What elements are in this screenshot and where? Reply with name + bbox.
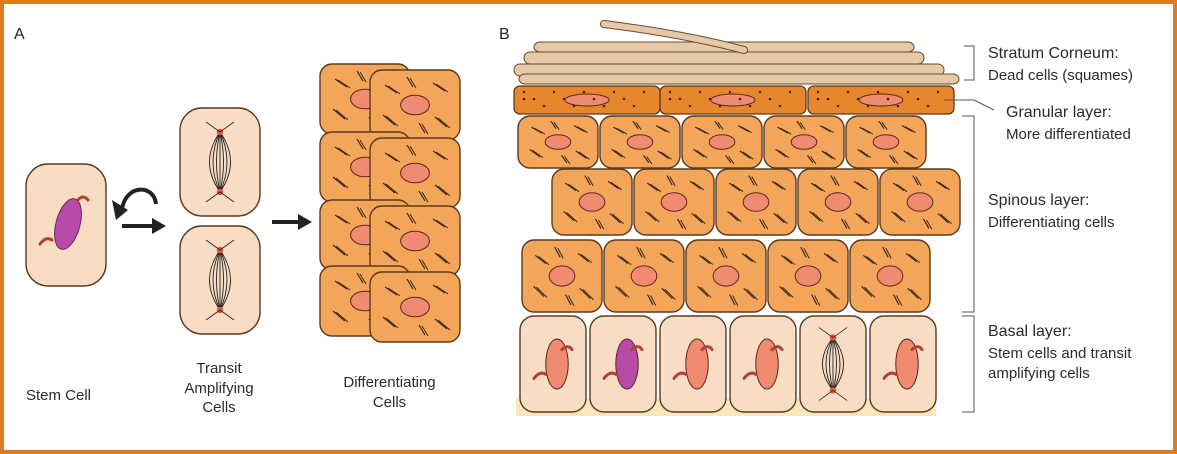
basal-cell-5 [870,316,936,412]
stem-cell [26,164,106,286]
stem-cell-label: Stem Cell [26,386,91,406]
transit-label-line3: Cells [164,398,274,418]
basal-layer-title: Basal layer: [988,322,1072,343]
granular-row-cell-2 [682,116,762,168]
transit-cell-bottom [180,226,260,334]
spinous-row-lower-cell-3 [768,240,848,312]
basal-cell-3 [730,316,796,412]
granular-row-cell-1 [600,116,680,168]
diff-cell-front-0 [370,70,460,140]
diff-cell-front-3 [370,272,460,342]
transit-amplifying-label: Transit Amplifying Cells [164,359,274,418]
spinous-row-lower-cell-2 [686,240,766,312]
stratum-corneum-title: Stratum Corneum: [988,44,1119,65]
spinous-layer-title: Spinous layer: [988,191,1089,212]
granular-layer-title: Granular layer: [1006,103,1112,124]
transit-label-line1: Transit [164,359,274,379]
granular-layer-desc: More differentiated [1006,125,1131,145]
spinous-row-upper-cell-2 [716,169,796,235]
basal-cell-1 [590,316,656,412]
basal-cell-2 [660,316,726,412]
basal-cell-4 [800,316,866,412]
diff-label-line1: Differentiating [322,373,457,393]
spinous-row-upper-cell-3 [798,169,878,235]
self-renewal-arrow [112,190,166,234]
panel-b-letter: B [499,26,510,44]
differentiation-arrow [272,214,312,230]
spinous-row-lower-cell-4 [850,240,930,312]
basal-layer-desc-line2: amplifying cells [988,364,1090,384]
panel-a-letter: A [14,26,25,44]
granular-row-cell-4 [846,116,926,168]
spinous-row-lower-cell-0 [522,240,602,312]
granular-row-cell-3 [764,116,844,168]
transit-cell-top [180,108,260,216]
diff-cell-front-1 [370,138,460,208]
spinous-layer-desc: Differentiating cells [988,213,1114,233]
basal-layer-desc-line1: Stem cells and transit [988,344,1131,364]
diff-label-line2: Cells [322,393,457,413]
granular-layer [514,86,954,114]
spinous-row-upper-cell-4 [880,169,960,235]
stratum-corneum [514,24,959,84]
basal-cell-0 [520,316,586,412]
spinous-row-upper-cell-0 [552,169,632,235]
stratum-corneum-desc: Dead cells (squames) [988,66,1133,86]
differentiating-cells-label: Differentiating Cells [322,373,457,412]
spinous-row-lower-cell-1 [604,240,684,312]
granular-row-cell-0 [518,116,598,168]
transit-label-line2: Amplifying [164,379,274,399]
spinous-row-upper-cell-1 [634,169,714,235]
